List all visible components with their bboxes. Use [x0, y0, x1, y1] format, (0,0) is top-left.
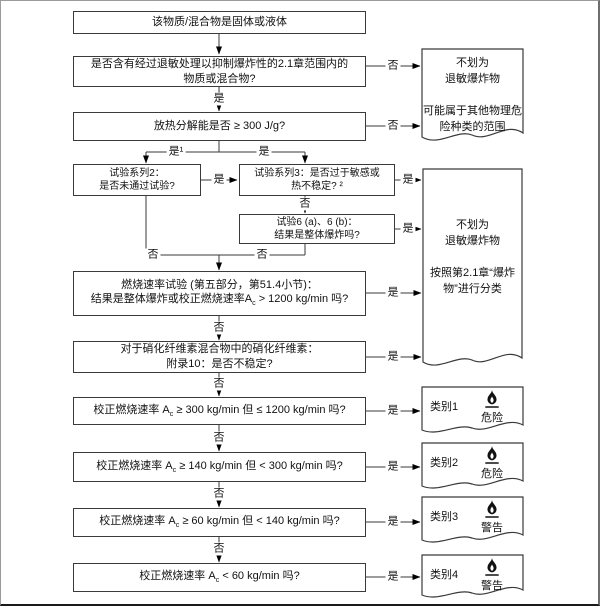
edge-label-yes: 是: [400, 173, 416, 187]
edge-label-no: 否: [211, 321, 227, 335]
outcome-category-1: 类别1 危险: [421, 386, 524, 439]
node-test-series-3: 试验系列3：是否过于敏感或 热不稳定? ²: [239, 164, 395, 196]
outcome-category-3: 类别3 警告: [421, 496, 524, 549]
node-contains-desensitized-question: 是否含有经过退敏处理以抑制爆炸性的2.1章范围内的 物质或混合物?: [73, 56, 366, 87]
flame-icon: 警告: [469, 557, 515, 593]
signal-word: 警告: [481, 580, 503, 592]
rate-140-300-text: 校正燃烧速率 Ac ≥ 140 kg/min 但 < 300 kg/min 吗?: [96, 459, 343, 474]
edge-label-no: 否: [254, 248, 270, 262]
signal-word: 危险: [481, 468, 503, 480]
node-rate-140-300: 校正燃烧速率 Ac ≥ 140 kg/min 但 < 300 kg/min 吗?: [73, 452, 366, 482]
edge-label-yes: 是: [385, 350, 401, 364]
edge-label-no: 否: [211, 377, 227, 391]
document-shape: [421, 496, 524, 543]
outcome-not-desensitized-other-hazard: 不划为 退敏爆炸物 可能属于其他物理危 险种类的范围: [421, 48, 524, 148]
edge-label-no: 否: [211, 487, 227, 501]
document-shape: [421, 386, 524, 433]
edge-label-yes: 是: [385, 286, 401, 300]
edge-label-no: 否: [211, 431, 227, 445]
node-rate-60-140: 校正燃烧速率 Ac ≥ 60 kg/min 但 < 140 kg/min 吗?: [73, 508, 366, 537]
node-rate-lt-60: 校正燃烧速率 Ac < 60 kg/min 吗?: [73, 563, 366, 592]
edge-label-yes: 是: [385, 404, 401, 418]
edge-label-yes-footnote1: 是¹: [166, 145, 186, 159]
edge-label-yes: 是: [400, 222, 416, 236]
document-shape: [421, 442, 524, 489]
document-shape: [421, 554, 524, 598]
edge-label-yes: 是: [385, 515, 401, 529]
node-exothermic-energy-question: 放热分解能是否 ≥ 300 J/g?: [73, 112, 366, 141]
document-shape: [422, 168, 523, 366]
node-solid-or-liquid: 该物质/混合物是固体或液体: [73, 11, 366, 34]
rate-300-1200-text: 校正燃烧速率 Ac ≥ 300 kg/min 但 ≤ 1200 kg/min 吗…: [93, 403, 346, 418]
edge-label-yes: 是: [211, 173, 227, 187]
node-test-series-2: 试验系列2： 是否未通过试验?: [73, 164, 201, 196]
node-rate-300-1200: 校正燃烧速率 Ac ≥ 300 kg/min 但 ≤ 1200 kg/min 吗…: [73, 397, 366, 425]
node-test-6ab: 试验6 (a)、6 (b)： 结果是整体爆炸吗?: [239, 214, 395, 244]
outcome-category-2: 类别2 危险: [421, 442, 524, 495]
edge-label-no: 否: [211, 542, 227, 556]
edge-label-no: 否: [297, 197, 313, 211]
flame-icon: 警告: [469, 499, 515, 535]
outcome-classify-as-explosive: 不划为 退敏爆炸物 按照第2.1章“爆炸 物”进行分类: [422, 168, 523, 373]
signal-word: 危险: [481, 412, 503, 424]
edge-label-yes: 是: [385, 570, 401, 584]
node-nitrocellulose-question: 对于硝化纤维素混合物中的硝化纤维素： 附录10：是否不稳定?: [73, 341, 366, 373]
rate-60-140-text: 校正燃烧速率 Ac ≥ 60 kg/min 但 < 140 kg/min 吗?: [99, 515, 340, 530]
edge-label-yes: 是: [256, 145, 272, 159]
edge-label-yes: 是: [211, 92, 227, 106]
edge-label-no: 否: [385, 119, 401, 133]
outcome-category-4: 类别4 警告: [421, 554, 524, 604]
burning-rate-text: 燃烧速率试验 (第五部分，第51.4小节)： 结果是整体爆炸或校正燃烧速率Ac …: [90, 278, 349, 308]
flame-icon: 危险: [469, 389, 515, 425]
rate-lt-60-text: 校正燃烧速率 Ac < 60 kg/min 吗?: [139, 570, 300, 585]
signal-word: 警告: [481, 522, 503, 534]
edge-label-no: 否: [385, 59, 401, 73]
edge-label-yes: 是: [385, 460, 401, 474]
node-burning-rate-test: 燃烧速率试验 (第五部分，第51.4小节)： 结果是整体爆炸或校正燃烧速率Ac …: [73, 271, 366, 316]
document-shape: [421, 48, 524, 141]
flame-icon: 危险: [469, 445, 515, 481]
edge-label-no: 否: [145, 248, 161, 262]
